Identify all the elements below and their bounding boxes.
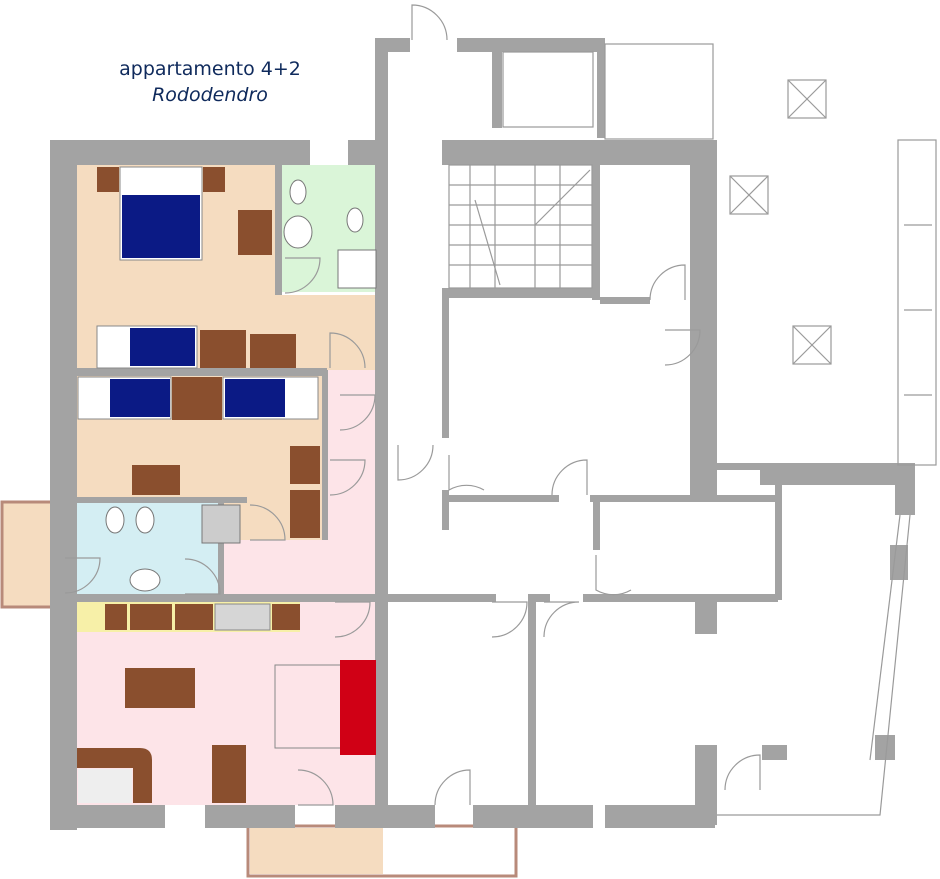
terrace-railing xyxy=(717,139,937,816)
cabinet xyxy=(212,745,246,803)
left-balcony xyxy=(0,500,54,609)
single-bed xyxy=(77,376,172,420)
hallway xyxy=(322,370,377,600)
single-bed xyxy=(96,325,198,369)
sofa xyxy=(340,660,376,755)
toilet xyxy=(289,179,307,205)
bidet xyxy=(135,506,155,534)
door-swings xyxy=(64,4,761,806)
double-bed xyxy=(119,166,203,261)
skylights xyxy=(729,79,832,365)
hallway-lower xyxy=(222,540,322,600)
corner-counter xyxy=(77,748,152,803)
shower xyxy=(201,504,241,544)
elevator xyxy=(502,51,594,128)
dresser xyxy=(290,490,320,538)
counter-surface xyxy=(78,769,132,803)
toilet xyxy=(105,506,125,534)
desk xyxy=(132,465,180,495)
walls xyxy=(50,38,915,830)
sink xyxy=(129,568,161,592)
nightstand xyxy=(97,167,119,192)
nightstand xyxy=(203,167,225,192)
bidet xyxy=(346,207,364,233)
table xyxy=(200,330,246,368)
dining-table xyxy=(125,668,195,708)
dresser xyxy=(290,446,320,484)
desk xyxy=(238,210,272,255)
wardrobe xyxy=(172,377,222,420)
bedroom-1-annex xyxy=(280,295,377,370)
staircase xyxy=(448,164,593,289)
balcony-top-right xyxy=(604,43,714,140)
apartment-name: appartamento 4+2 xyxy=(119,58,301,80)
shower xyxy=(337,249,377,289)
kitchen-cabinets xyxy=(105,603,300,631)
single-bed xyxy=(222,376,319,420)
plan-title: appartamento 4+2 Rododendro xyxy=(90,56,330,108)
sink xyxy=(283,215,313,249)
bottom-balcony-floor xyxy=(250,828,383,874)
apartment-subtitle: Rododendro xyxy=(152,84,268,106)
table xyxy=(250,334,296,368)
